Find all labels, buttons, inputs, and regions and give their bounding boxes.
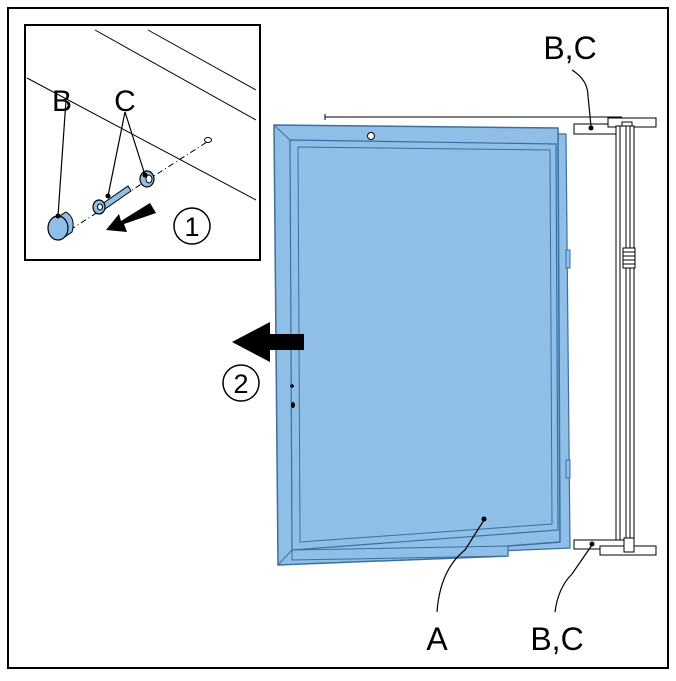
part-c-washer — [139, 170, 155, 188]
step-2-number: 2 — [233, 369, 248, 399]
inset-label-c: C — [114, 85, 136, 118]
inset-detail: B C 1 — [24, 24, 261, 261]
part-c-pin — [92, 185, 132, 215]
step-1-circle — [173, 207, 211, 245]
label-bottom-bc: B,C — [530, 621, 583, 657]
hinge-hole — [204, 137, 212, 143]
hinge-post — [615, 125, 635, 553]
inset-label-b: B — [52, 85, 72, 118]
step-1-number: 1 — [184, 212, 199, 242]
door-a — [273, 124, 571, 566]
pull-arrow-1 — [106, 203, 156, 232]
pull-arrow-2 — [232, 322, 304, 362]
outer-border — [7, 7, 669, 669]
step-2-circle — [222, 364, 260, 402]
label-a: A — [426, 621, 448, 657]
door-panel — [273, 124, 561, 566]
part-b-cap — [47, 211, 74, 241]
label-top-bc: B,C — [543, 30, 596, 66]
hinge-frame — [324, 114, 657, 556]
